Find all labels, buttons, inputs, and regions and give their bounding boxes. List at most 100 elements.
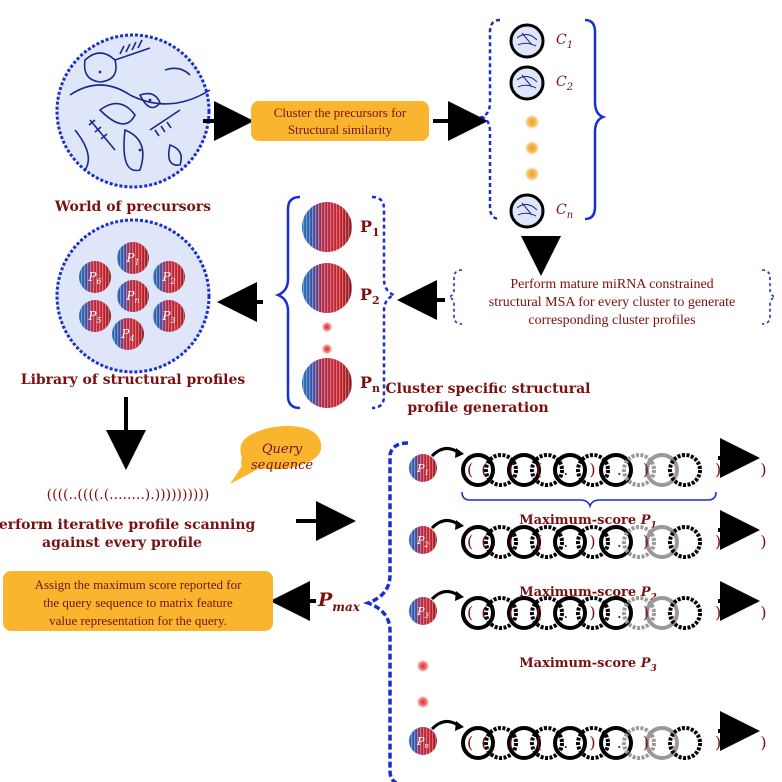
query-bubble: Query sequence — [230, 426, 322, 484]
pmax-label: P — [317, 589, 333, 611]
profile-p1-sub: 1 — [372, 226, 380, 239]
library-profile-sub: 4 — [128, 334, 134, 343]
library-profile-sub: 1 — [134, 258, 139, 267]
chain-ring — [553, 726, 587, 760]
chain-structure: (( ( ( . ) . ) . — [467, 460, 683, 479]
library-profile-sub: 6 — [96, 277, 101, 286]
chain-ring — [530, 726, 564, 760]
chain-ring — [576, 596, 610, 630]
chain-ring — [461, 525, 495, 559]
profile-pn-sub: n — [372, 382, 380, 395]
library-profile-2: P3 — [153, 300, 185, 332]
chain-structure: (( ( ( . ) . ) . — [467, 603, 683, 622]
cluster-step-line2: Structural similarity — [288, 122, 393, 137]
library-profile-label: P1 — [125, 251, 139, 267]
cluster-c1-sub: 1 — [567, 40, 573, 51]
library-profile-sub: 2 — [169, 277, 175, 286]
precursor-world-circle — [55, 33, 211, 189]
score-row: P1(( ( ( . ) . ) .) ) )Maximum-score P1 — [409, 438, 782, 531]
trailing-parens: ) ) ) — [715, 532, 782, 551]
chain-ring — [645, 453, 679, 487]
score-row-label-p: P — [640, 585, 652, 600]
chain-ring — [668, 726, 702, 760]
chain-ring — [507, 596, 541, 630]
assign-line2: the query sequence to matrix feature — [43, 595, 233, 610]
query-sequence: ((((..((((.(........).)))))))))) — [47, 487, 210, 503]
chain-structure: (( ( ( . ) . ) . — [467, 733, 683, 752]
chain-ring — [622, 596, 656, 630]
profiles-brace — [274, 195, 398, 410]
library-profile-6: Pn — [117, 280, 149, 312]
svg-text:P2: P2 — [360, 285, 380, 307]
score-rows-brace — [362, 441, 409, 782]
chain-ring — [645, 596, 679, 630]
cluster-c1 — [509, 23, 545, 59]
svg-text:Pn: Pn — [360, 373, 380, 395]
svg-text:P1: P1 — [360, 217, 380, 239]
library-profile-sub: 5 — [96, 316, 101, 325]
svg-text:P2: P2 — [416, 534, 429, 549]
library-profile-name: P — [120, 327, 130, 341]
msa-line2: structural MSA for every cluster to gene… — [489, 295, 735, 310]
profile-p2-sub: 2 — [372, 294, 380, 307]
chain-ring — [553, 596, 587, 630]
library-profile-3: P4 — [112, 318, 144, 350]
chain-ring — [668, 525, 702, 559]
ellipsis-dot — [416, 695, 430, 709]
profile-p2-label: P — [360, 285, 372, 304]
cluster-c2-sub: 2 — [566, 82, 573, 93]
score-row-label-sub: 3 — [650, 664, 656, 674]
library-profile-sub: n — [134, 296, 139, 305]
svg-text:P3: P3 — [416, 605, 429, 620]
cluster-cn — [509, 193, 545, 229]
chain-ring — [507, 726, 541, 760]
profile-gen-line1: Cluster specific structural — [386, 381, 591, 397]
score-row-label-sub: 2 — [649, 593, 656, 603]
profile-gen-line2: profile generation — [407, 400, 548, 416]
score-row: P2(( ( ( . ) . ) .) ) )Maximum-score P2 — [409, 510, 782, 603]
library-profile-name: P — [87, 309, 97, 323]
cluster-cn-sub: n — [567, 210, 573, 221]
library-label: Library of structural profiles — [21, 372, 246, 388]
query-bubble-line1: Query — [262, 442, 303, 457]
score-row-profile-name: P — [416, 605, 425, 618]
precursor-world-label: World of precursors — [54, 199, 211, 215]
ellipsis-dot — [524, 140, 540, 156]
chain-structure: (( ( ( . ) . ) . — [467, 532, 683, 551]
assign-line3: value representation for the query. — [49, 613, 227, 628]
ellipsis-dot — [321, 321, 333, 333]
trailing-parens: ) ) ) — [715, 733, 782, 752]
msa-line1: Perform mature miRNA constrained — [510, 277, 713, 292]
score-row: Pn(( ( ( . ) . ) .) ) )Maximum-score Pn — [409, 711, 782, 760]
score-row: P3(( ( ( . ) . ) .) ) )Maximum-score P3 — [409, 581, 782, 674]
chain-ring — [484, 596, 518, 630]
score-row-label: Maximum-score P3 — [519, 656, 656, 674]
profile-pn — [302, 358, 352, 408]
chain-ring — [461, 726, 495, 760]
chain-ring — [622, 525, 656, 559]
cluster-c1-label: C — [556, 32, 567, 48]
chain-ring — [507, 453, 541, 487]
chain-ring — [461, 596, 495, 630]
svg-text:C2: C2 — [556, 74, 573, 93]
trailing-parens: ) ) ) — [715, 460, 782, 479]
library-profile-4: P5 — [79, 300, 111, 332]
library-profile-label: P6 — [87, 270, 101, 286]
chain-ring — [599, 726, 633, 760]
ellipsis-dot — [321, 343, 333, 355]
pmax-sub: max — [332, 600, 360, 614]
library-profile-label: P2 — [161, 270, 175, 286]
library-profile-name: P — [161, 270, 171, 284]
chain-ring — [645, 525, 679, 559]
score-row-profile-sub: 2 — [423, 541, 429, 549]
svg-text:Cn: Cn — [556, 202, 573, 221]
assign-step-box: Assign the maximum score reported for th… — [3, 571, 273, 631]
assign-line1: Assign the maximum score reported for — [35, 577, 243, 592]
score-row-profile-sub: n — [424, 742, 429, 750]
chain-ring — [530, 525, 564, 559]
chain-ring — [599, 596, 633, 630]
score-row-label-p: P — [640, 513, 652, 528]
query-bubble-line2: sequence — [251, 458, 313, 473]
score-row-label-sub: 1 — [650, 521, 656, 531]
